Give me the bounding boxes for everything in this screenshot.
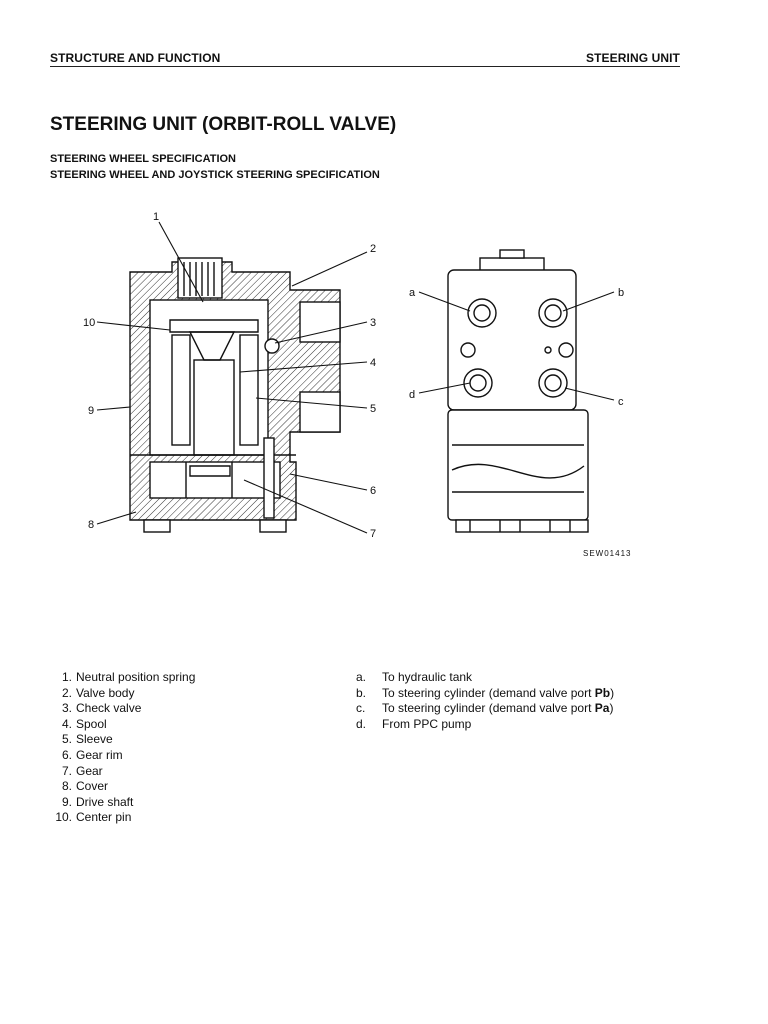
header-chapter-title: STEERING UNIT — [586, 51, 680, 65]
callout-9: 9 — [88, 405, 94, 417]
callout-10: 10 — [83, 317, 95, 329]
callout-8: 8 — [88, 519, 94, 531]
callout-2: 2 — [370, 243, 376, 255]
list-item: 10.Center pin — [55, 810, 132, 825]
callout-4: 4 — [370, 357, 376, 369]
list-item: 7.Gear — [61, 763, 103, 778]
list-item: 1.Neutral position spring — [61, 670, 196, 684]
ports-list: a.To hydraulic tank b.To steering cylind… — [356, 670, 614, 732]
header-rule — [50, 66, 680, 67]
page-title: STEERING UNIT (ORBIT-ROLL VALVE) — [50, 114, 397, 135]
header-section-title: STRUCTURE AND FUNCTION — [50, 51, 221, 65]
callout-7: 7 — [370, 528, 376, 540]
exterior-view — [447, 249, 589, 533]
callout-d: d — [409, 389, 415, 401]
list-item: d.From PPC pump — [356, 716, 472, 731]
list-item: a.To hydraulic tank — [356, 670, 473, 684]
leader-lines — [96, 221, 615, 534]
cross-section-view — [129, 257, 341, 533]
subtitle-2: STEERING WHEEL AND JOYSTICK STEERING SPE… — [50, 169, 380, 181]
callout-b: b — [618, 287, 624, 299]
list-item: b.To steering cylinder (demand valve por… — [356, 685, 615, 700]
list-item: 3.Check valve — [61, 701, 142, 716]
callout-1: 1 — [153, 211, 159, 223]
callout-6: 6 — [370, 485, 376, 497]
list-item: 9.Drive shaft — [61, 794, 134, 809]
callout-5: 5 — [370, 403, 376, 415]
list-item: 8.Cover — [61, 779, 109, 794]
list-item: 2.Valve body — [61, 685, 135, 700]
parts-list: 1.Neutral position spring 2.Valve body 3… — [50, 670, 195, 826]
callout-3: 3 — [370, 317, 376, 329]
subtitle-1: STEERING WHEEL SPECIFICATION — [50, 153, 236, 165]
list-item: 5.Sleeve — [61, 732, 113, 747]
callout-a: a — [409, 287, 416, 299]
list-item: 6.Gear rim — [61, 747, 123, 762]
list-item: 4.Spool — [61, 716, 107, 731]
figure-code: SEW01413 — [583, 549, 631, 558]
callout-c: c — [618, 396, 624, 408]
list-item: c.To steering cylinder (demand valve por… — [356, 701, 614, 716]
